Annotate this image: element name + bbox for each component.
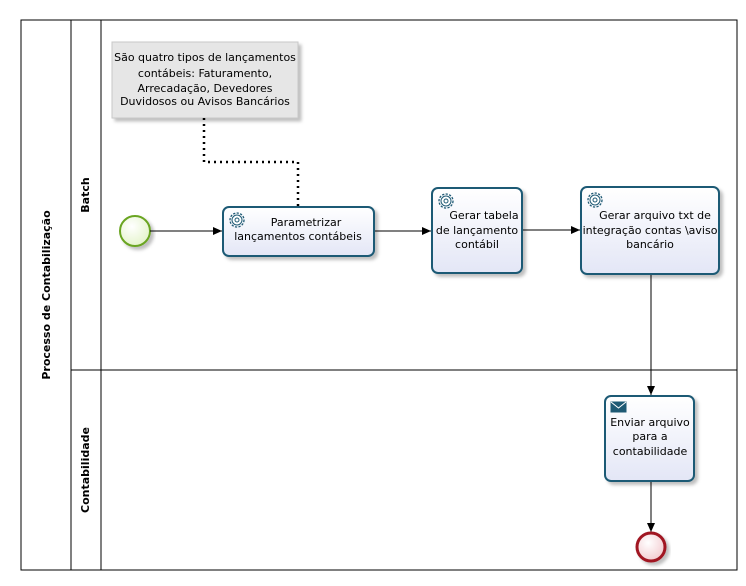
task-label: Parametrizar xyxy=(271,216,342,229)
task-parametrizar[interactable]: Parametrizar lançamentos contábeis xyxy=(222,206,375,257)
envelope-icon xyxy=(610,401,627,413)
gear-icon xyxy=(438,193,454,209)
task-label: Gerar arquivo txt de xyxy=(599,209,711,222)
text-annotation[interactable]: São quatro tipos de lançamentos contábei… xyxy=(111,41,299,119)
lane-label-batch: Batch xyxy=(79,177,92,212)
gear-icon xyxy=(229,212,245,228)
gear-icon xyxy=(587,192,603,208)
task-label: Gerar tabela xyxy=(449,209,518,222)
task-label: lançamentos contábeis xyxy=(234,230,362,243)
task-label: contábil xyxy=(455,238,499,251)
task-gerar-arquivo[interactable]: Gerar arquivo txt de integração contas \… xyxy=(580,186,720,275)
annotation-line: Duvidosos ou Avisos Bancários xyxy=(120,95,290,108)
task-label: de lançamento xyxy=(436,224,519,237)
task-label: para a xyxy=(632,430,667,443)
lane-label-contabilidade: Contabilidade xyxy=(79,427,92,513)
annotation-line: Arrecadação, Devedores xyxy=(138,82,273,95)
annotation-association xyxy=(202,118,300,207)
sequence-flows xyxy=(150,226,655,532)
end-event[interactable] xyxy=(635,531,667,563)
annotation-line: São quatro tipos de lançamentos xyxy=(114,51,296,64)
task-label: integração contas \aviso xyxy=(583,224,718,237)
task-label: contabilidade xyxy=(613,445,688,458)
lane-batch: Batch xyxy=(79,20,102,570)
task-enviar-arquivo[interactable]: Enviar arquivo para a contabilidade xyxy=(604,395,695,482)
task-gerar-tabela[interactable]: Gerar tabela de lançamento contábil xyxy=(431,187,523,274)
pool: Processo de Contabilização xyxy=(20,19,738,571)
task-label: bancário xyxy=(626,238,674,251)
start-event[interactable] xyxy=(119,215,151,247)
pool-label: Processo de Contabilização xyxy=(40,210,53,380)
annotation-line: contábeis: Faturamento, xyxy=(138,67,272,80)
task-label: Enviar arquivo xyxy=(610,416,690,429)
lane-contabilidade: Contabilidade xyxy=(71,369,737,513)
